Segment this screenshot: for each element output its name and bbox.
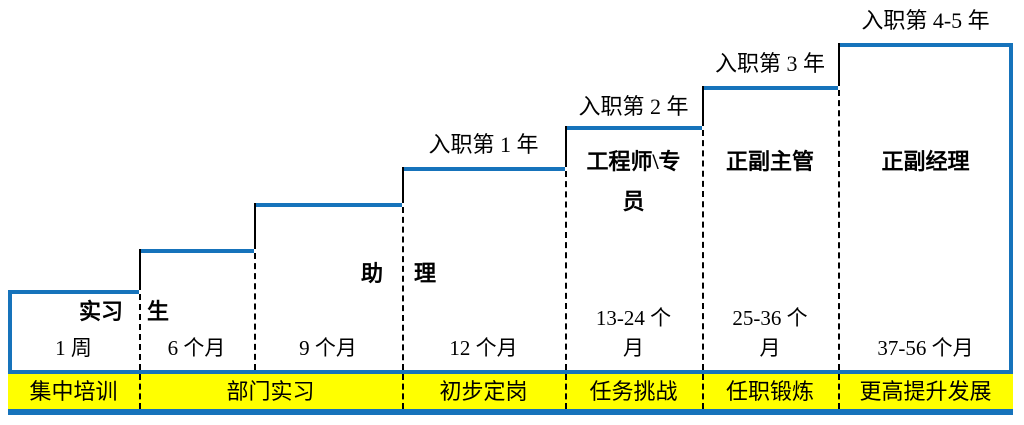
column-divider-5 [702,130,704,370]
bottom-bar [8,370,1013,415]
step-tread-6 [702,86,838,90]
step-tread-2 [139,249,254,253]
stage-duration-7: 37-56 个月 [877,336,974,360]
stage-duration-6: 25-36 个月 [732,306,808,360]
bottom-bar-divider-4 [702,374,704,409]
bottom-bar-cell: 集中培训 [29,379,118,404]
bottom-bar-cell: 部门实习 [226,379,315,404]
column-divider-6 [838,90,840,370]
bottom-bar-cell: 初步定岗 [439,379,528,404]
step-riser-6 [838,43,840,86]
column-divider-3 [402,207,404,370]
bottom-bar-cell: 任职锻炼 [725,379,814,404]
stage-title-manager: 正副经理 [881,149,970,174]
stage-title-engineer: 工程师\专员 [586,149,681,214]
bottom-bar-cell: 任务挑战 [589,379,678,404]
bottom-bar-divider-3 [565,374,567,409]
step-riser-5 [702,86,704,126]
stage-title-assistant-right: 理 [414,261,437,286]
stage-title-intern-left: 实习 [78,299,123,324]
left-border-line [8,290,12,415]
stage-title-intern-right: 生 [147,299,170,324]
stage-title-supervisor: 正副主管 [725,149,814,174]
year-label-2: 入职第 2 年 [578,94,689,119]
step-riser-2 [254,203,256,249]
year-label-3: 入职第 3 年 [714,51,825,76]
stage-duration-4: 12 个月 [449,336,518,360]
stage-duration-2: 6 个月 [167,336,226,360]
step-riser-4 [565,126,567,167]
step-riser-1 [139,249,141,290]
year-label-4: 入职第 4-5 年 [861,8,990,33]
stage-duration-3: 9 个月 [299,336,357,360]
bottom-bar-cell: 更高提升发展 [859,379,992,404]
step-tread-1 [8,290,139,294]
step-tread-4 [402,167,565,171]
column-divider-1 [139,294,141,370]
step-tread-7 [838,43,1013,47]
bottom-bar-divider-2 [402,374,404,409]
column-divider-4 [565,171,567,370]
bottom-bar-divider-1 [139,374,141,409]
step-tread-3 [254,203,402,207]
step-tread-5 [565,126,702,130]
stage-duration-5: 13-24 个月 [595,306,672,360]
year-label-1: 入职第 1 年 [428,132,539,157]
right-border-line [1009,43,1013,415]
step-riser-3 [402,167,404,203]
column-divider-2 [254,253,256,370]
bottom-bar-divider-5 [838,374,840,409]
stage-duration-1: 1 周 [55,336,92,360]
stage-title-assistant-left: 助 [361,261,384,286]
